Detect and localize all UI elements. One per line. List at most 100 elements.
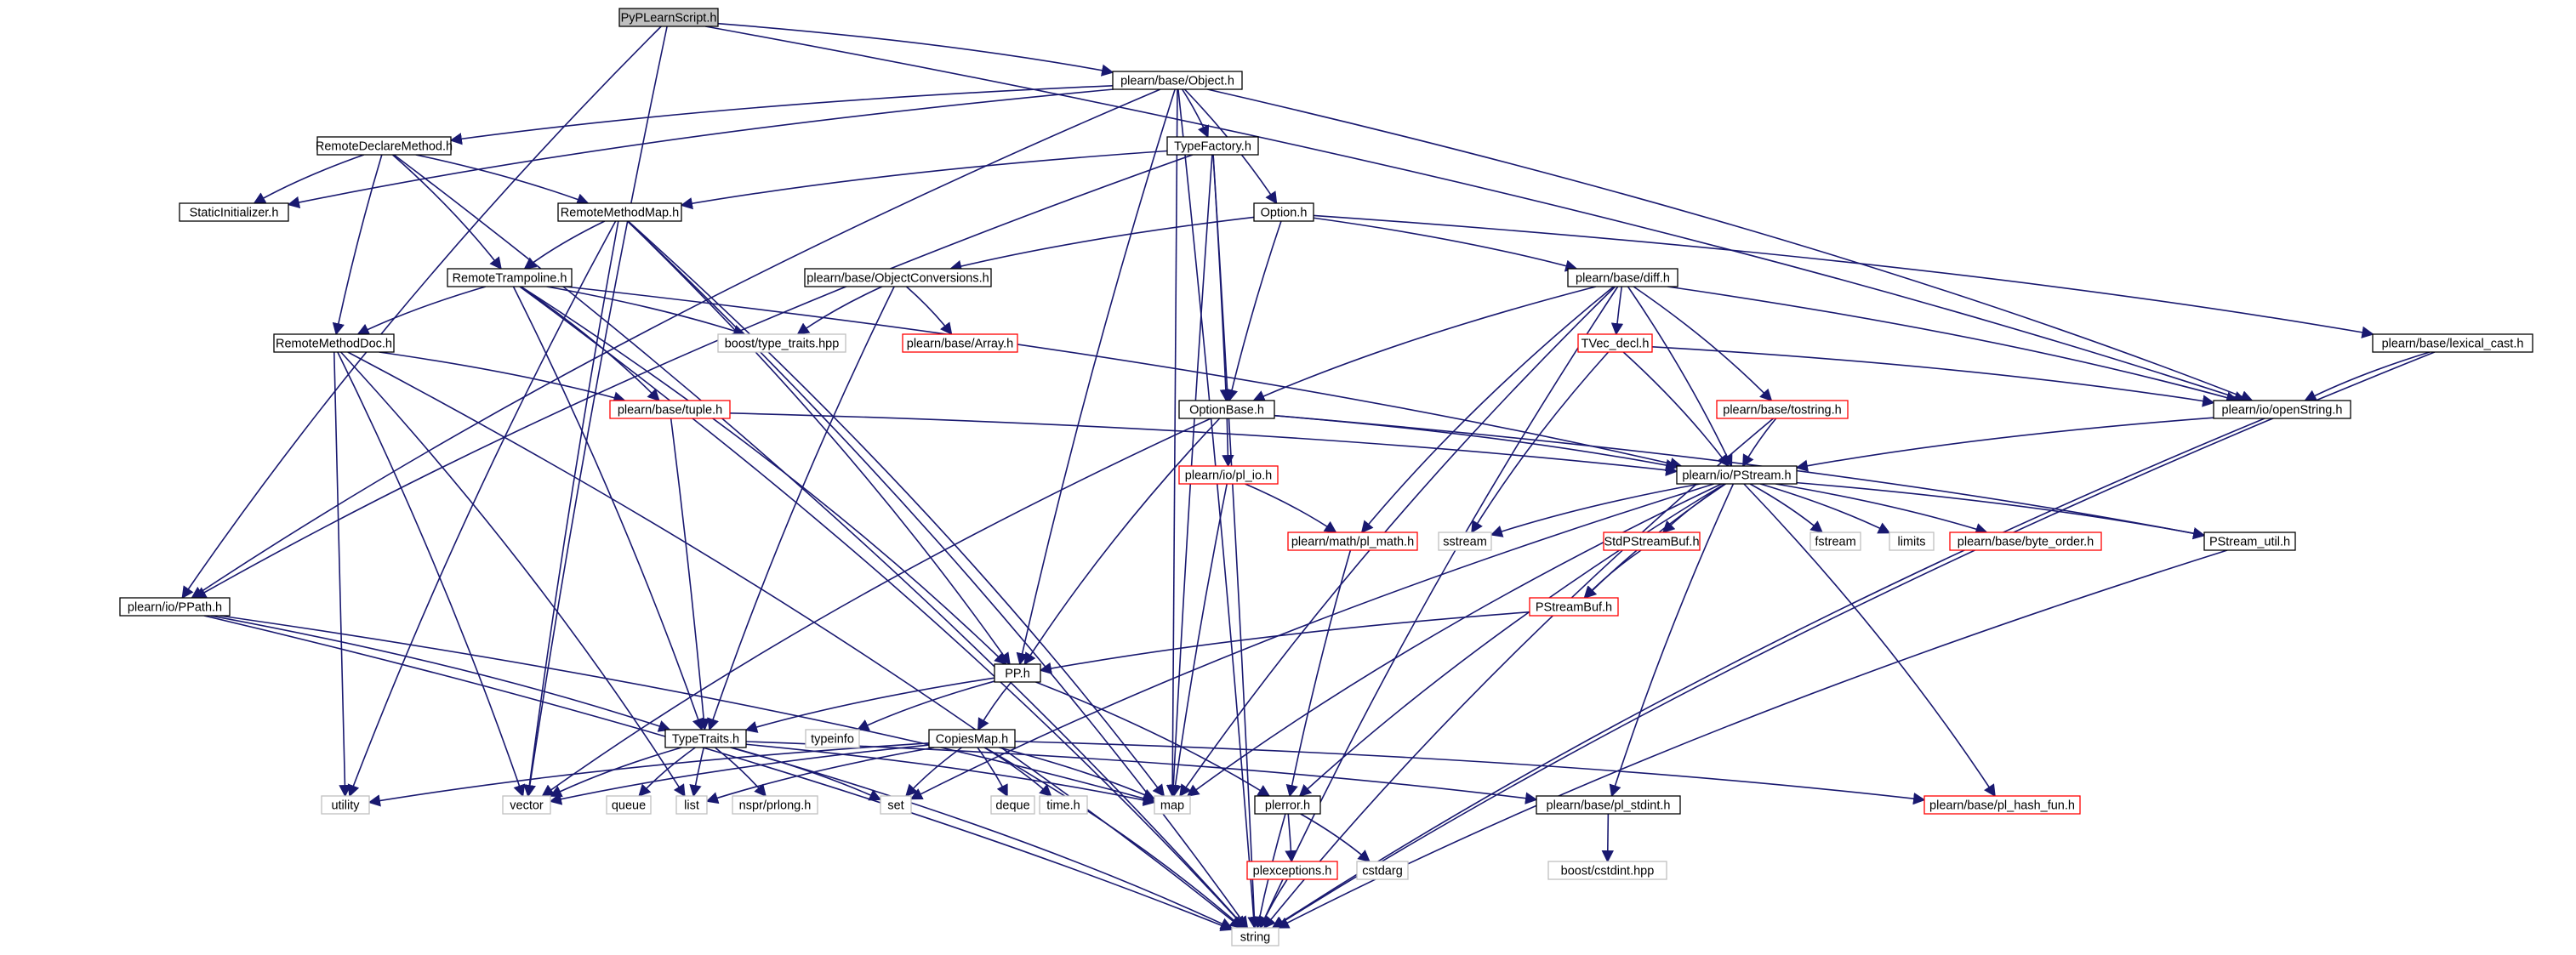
node-set: set: [880, 795, 912, 815]
edge-remotemethodmap-to-map: [627, 220, 1165, 798]
node-label-remotemethodmap: RemoteMethodMap.h: [561, 207, 679, 220]
edge-plerror-to-plexceptions: [1285, 813, 1297, 863]
node-label-cstdarg: cstdarg: [1362, 865, 1403, 878]
node-remotemethoddoc[interactable]: RemoteMethodDoc.h: [273, 333, 395, 353]
edge-objectconversions-to-array: [905, 286, 953, 336]
node-label-pyplearnscript: PyPLearnScript.h: [621, 12, 717, 26]
node-fstream: fstream: [1809, 532, 1861, 551]
node-plstdint[interactable]: plearn/base/pl_stdint.h: [1536, 795, 1681, 815]
edge-object-to-pp: [1016, 88, 1176, 666]
node-pyplearnscript[interactable]: PyPLearnScript.h: [618, 8, 719, 27]
node-pstreambuf[interactable]: PStreamBuf.h: [1529, 597, 1619, 617]
node-option[interactable]: Option.h: [1253, 202, 1314, 222]
node-label-set: set: [887, 799, 903, 813]
edge-openstring-to-string: [1271, 418, 2265, 929]
node-label-stdpstreambuf: StdPStreamBuf.h: [1604, 536, 1699, 549]
node-optionbase[interactable]: OptionBase.h: [1178, 400, 1275, 419]
node-box-typeinfo: [805, 729, 860, 748]
node-label-tostring: plearn/base/tostring.h: [1723, 404, 1841, 418]
edge-copiesmap-to-string: [984, 747, 1244, 929]
edge-diff-to-openstring: [1667, 286, 2239, 404]
node-remotemethodmap[interactable]: RemoteMethodMap.h: [557, 202, 682, 222]
node-objectconversions[interactable]: plearn/base/ObjectConversions.h: [804, 268, 992, 287]
node-box-map: [1154, 795, 1191, 815]
node-pstreamutil[interactable]: PStream_util.h: [2203, 532, 2296, 551]
node-openstring[interactable]: plearn/io/openString.h: [2213, 400, 2351, 419]
node-label-object: plearn/base/Object.h: [1120, 75, 1234, 88]
node-staticinitializer[interactable]: StaticInitializer.h: [179, 202, 289, 222]
edge-pyplearnscript-to-ppath: [181, 26, 662, 600]
node-box-timeh: [1039, 795, 1088, 815]
edge-object-to-map: [1165, 88, 1179, 798]
node-pstream[interactable]: plearn/io/PStream.h: [1676, 465, 1798, 485]
edge-typetraits-to-string: [730, 747, 1234, 929]
edge-typetraits-to-map: [745, 743, 1156, 806]
node-ppath[interactable]: plearn/io/PPath.h: [119, 597, 231, 617]
node-plerror[interactable]: plerror.h: [1254, 795, 1321, 815]
node-typefactory[interactable]: TypeFactory.h: [1166, 136, 1259, 156]
edge-object-to-ppath: [191, 88, 1161, 599]
edge-plstdint-to-boostcstdint: [1601, 813, 1614, 863]
edge-objectconversions-to-typetraits: [707, 286, 895, 731]
node-pl_math[interactable]: plearn/math/pl_math.h: [1287, 532, 1418, 551]
edge-pstream-to-set: [909, 483, 1714, 800]
node-label-typefactory: TypeFactory.h: [1174, 140, 1251, 154]
node-box-hashfun: [1923, 795, 2081, 815]
node-box-typetraits: [664, 729, 747, 748]
node-plexceptions[interactable]: plexceptions.h: [1246, 861, 1338, 880]
node-label-remotedeclaremethod: RemoteDeclareMethod.h: [316, 140, 453, 154]
edge-pstream-to-pstreamutil: [1796, 481, 2206, 540]
node-tvecdecl[interactable]: TVec_decl.h: [1577, 333, 1653, 353]
edge-remotetrampoline-to-pstream: [565, 286, 1683, 470]
node-pl_io[interactable]: plearn/io/pl_io.h: [1178, 465, 1279, 485]
edge-remotemethodmap-to-string: [627, 220, 1249, 929]
edge-stdpstreambuf-to-pstreambuf: [1583, 549, 1642, 600]
node-pp[interactable]: PP.h: [994, 663, 1041, 683]
edge-option-to-lexicalcast: [1313, 214, 2374, 338]
node-diff[interactable]: plearn/base/diff.h: [1567, 268, 1678, 287]
node-lexicalcast[interactable]: plearn/base/lexical_cast.h: [2372, 333, 2533, 353]
edge-remotemethodmap-to-vector: [523, 220, 619, 798]
node-typetraits[interactable]: TypeTraits.h: [664, 729, 747, 748]
node-stdpstreambuf[interactable]: StdPStreamBuf.h: [1603, 532, 1701, 551]
node-box-pp: [994, 663, 1041, 683]
node-box-set: [880, 795, 912, 815]
edge-pp-to-typeinfo: [856, 680, 995, 731]
node-label-array: plearn/base/Array.h: [907, 338, 1013, 351]
node-label-utility: utility: [331, 799, 360, 813]
node-copiesmap[interactable]: CopiesMap.h: [928, 729, 1016, 748]
node-remotetrampoline[interactable]: RemoteTrampoline.h: [447, 268, 573, 287]
edge-diff-to-optionbase: [1252, 286, 1597, 402]
node-box-diff: [1567, 268, 1678, 287]
node-label-deque: deque: [995, 799, 1029, 813]
node-label-vector: vector: [510, 799, 544, 813]
edge-remotedeclaremethod-to-staticinitializer: [253, 154, 365, 204]
node-boosttypetraits: boost/type_traits.hpp: [717, 333, 846, 353]
node-box-remotemethoddoc: [273, 333, 395, 353]
node-remotedeclaremethod[interactable]: RemoteDeclareMethod.h: [316, 136, 453, 156]
node-array[interactable]: plearn/base/Array.h: [902, 333, 1018, 353]
edge-optionbase-to-pp: [1023, 418, 1221, 666]
node-nsprprlong: nspr/prlong.h: [732, 795, 818, 815]
edge-option-to-optionbase: [1226, 220, 1282, 402]
edge-copiesmap-to-map: [999, 747, 1156, 801]
node-hashfun[interactable]: plearn/base/pl_hash_fun.h: [1923, 795, 2081, 815]
node-label-openstring: plearn/io/openString.h: [2222, 404, 2343, 418]
node-tuple[interactable]: plearn/base/tuple.h: [609, 400, 731, 419]
node-tostring[interactable]: plearn/base/tostring.h: [1716, 400, 1849, 419]
edge-copiesmap-to-vector: [549, 744, 930, 805]
node-box-deque: [990, 795, 1035, 815]
node-label-boostcstdint: boost/cstdint.hpp: [1561, 865, 1655, 878]
node-object[interactable]: plearn/base/Object.h: [1112, 71, 1243, 90]
edge-typefactory-to-remotemethodmap: [680, 150, 1168, 210]
node-label-typetraits: TypeTraits.h: [672, 733, 739, 747]
node-label-pl_math: plearn/math/pl_math.h: [1291, 536, 1414, 549]
node-box-pl_math: [1287, 532, 1418, 551]
node-box-lexicalcast: [2372, 333, 2533, 353]
edge-remotetrampoline-to-boosttypetraits: [546, 286, 746, 337]
node-byteorder[interactable]: plearn/base/byte_order.h: [1949, 532, 2102, 551]
edge-typetraits-to-plstdint: [745, 741, 1538, 804]
node-box-boostcstdint: [1547, 861, 1667, 880]
edge-pstream-to-plerror: [1298, 483, 1725, 797]
node-box-byteorder: [1949, 532, 2102, 551]
